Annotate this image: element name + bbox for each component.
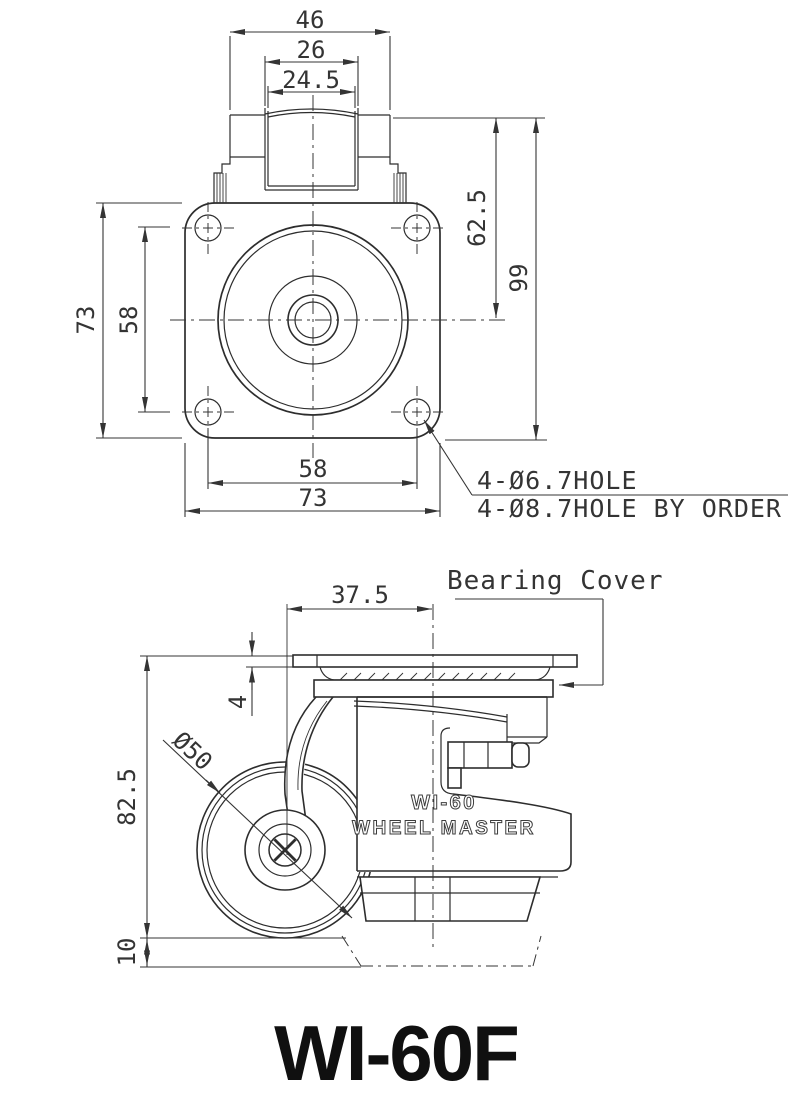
svg-text:Ø50: Ø50 <box>167 726 218 776</box>
adjustment-cap <box>213 108 407 203</box>
svg-text:24.5: 24.5 <box>282 66 340 94</box>
bearing-hatch <box>339 672 516 681</box>
svg-text:58: 58 <box>299 455 328 483</box>
svg-text:73: 73 <box>299 484 328 512</box>
dim-cap-width: 26 <box>264 36 359 106</box>
svg-text:26: 26 <box>297 36 326 64</box>
dim-cap-top-to-axis: 62.5 <box>393 117 545 318</box>
dim-cap-inner-width: 24.5 <box>267 66 356 108</box>
adjustment-screw <box>447 741 530 789</box>
fork-arm <box>283 696 334 830</box>
svg-text:99: 99 <box>505 264 533 293</box>
dim-wheel-axis-offset: 37.5 <box>286 581 432 855</box>
dim-hole-spacing-vertical: 58 <box>115 226 170 413</box>
svg-text:62.5: 62.5 <box>463 189 491 247</box>
side-plate-and-bearing <box>292 654 578 698</box>
top-view-centerlines <box>170 95 508 458</box>
body-mask <box>357 697 573 872</box>
dim-plate-width: 73 <box>184 443 441 517</box>
svg-text:58: 58 <box>115 306 143 335</box>
dim-mount-height: 82.5 <box>113 656 150 938</box>
svg-text:4-Ø6.7HOLE: 4-Ø6.7HOLE <box>477 466 638 495</box>
marking-brand: WHEEL MASTER <box>352 818 536 839</box>
svg-text:82.5: 82.5 <box>113 768 141 826</box>
svg-text:73: 73 <box>72 306 100 335</box>
svg-text:Bearing Cover: Bearing Cover <box>447 566 664 596</box>
reference-lines <box>140 655 361 968</box>
mounting-holes <box>182 202 443 438</box>
cap-serrations <box>216 173 404 203</box>
dim-plate-height: 73 <box>72 202 182 439</box>
technical-drawing: 46 26 24.5 73 58 62.5 <box>72 6 788 968</box>
hole-callout: 4-Ø6.7HOLE 4-Ø8.7HOLE BY ORDER <box>423 419 788 523</box>
foot-pad <box>341 876 542 967</box>
dim-cap-outer-width: 46 <box>229 6 391 110</box>
dim-plate-thickness: 4 <box>224 632 255 716</box>
foot-extended-hidden <box>341 935 542 967</box>
svg-text:4-Ø8.7HOLE BY ORDER: 4-Ø8.7HOLE BY ORDER <box>477 494 782 523</box>
dim-overall-height: 99 <box>445 118 547 441</box>
svg-text:4: 4 <box>224 695 252 709</box>
dim-foot-clearance: 10 <box>113 938 150 967</box>
axle-cross-icon <box>273 838 297 862</box>
wheel-hub <box>244 809 326 891</box>
model-title: WI-60F <box>274 1009 520 1097</box>
marking-model: WI-60 <box>411 792 477 814</box>
dim-hole-spacing-horizontal: 58 <box>207 430 418 489</box>
side-view: WI-60 WHEEL MASTER Bearing Cover 37.5 <box>113 566 664 968</box>
bearing-cover-label: Bearing Cover <box>447 566 664 688</box>
svg-text:46: 46 <box>296 6 325 34</box>
svg-text:37.5: 37.5 <box>331 581 389 609</box>
top-view: 46 26 24.5 73 58 62.5 <box>72 6 788 523</box>
svg-text:10: 10 <box>113 938 141 967</box>
